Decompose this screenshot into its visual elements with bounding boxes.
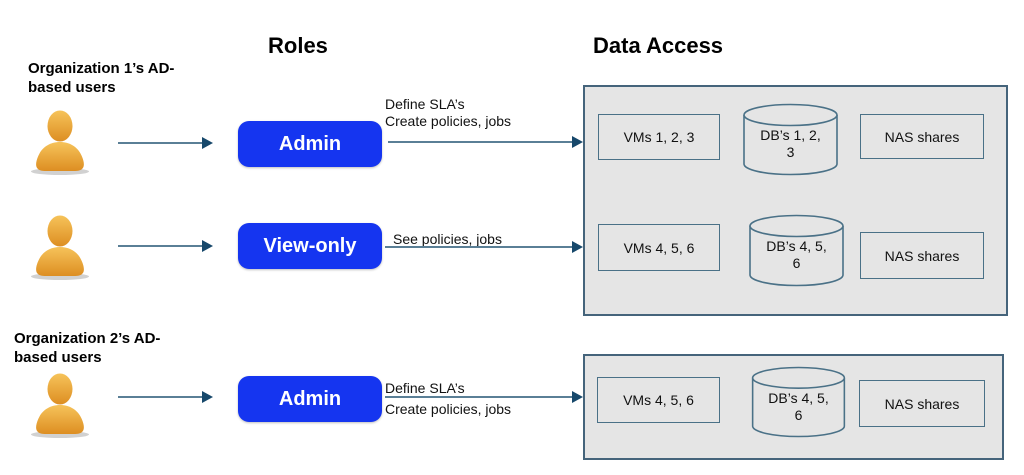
vms-box: VMs 4, 5, 6 (598, 224, 720, 271)
user-icon (31, 215, 89, 280)
nas-box: NAS shares (860, 114, 984, 159)
roles-heading: Roles (268, 33, 328, 58)
arrow-admin1-to-panel (388, 136, 583, 148)
arrow-user3-to-admin (118, 391, 213, 403)
dbs-label: DB’s 4, 5, 6 (768, 390, 829, 423)
database-icon: DB’s 4, 5, 6 (748, 214, 845, 287)
admin1-action-1: Define SLA’s (385, 96, 465, 112)
dbs-label: DB’s 1, 2, 3 (760, 127, 821, 160)
database-icon: DB’s 1, 2, 3 (742, 103, 839, 176)
nas-box: NAS shares (859, 380, 985, 427)
vms-box: VMs 1, 2, 3 (598, 114, 720, 160)
viewonly-action-1: See policies, jobs (393, 231, 502, 247)
org1-label-line2: based users (28, 79, 116, 96)
org2-label: Organization 2’s AD- based users (14, 329, 160, 367)
database-cylinder-shape (749, 214, 844, 287)
vms-box: VMs 4, 5, 6 (597, 377, 720, 423)
database-icon: DB’s 4, 5, 6 (750, 366, 847, 438)
arrow-admin2-to-panel (385, 391, 583, 403)
org1-label: Organization 1’s AD- based users (28, 59, 174, 97)
nas-box: NAS shares (860, 232, 984, 279)
org2-label-line2: based users (14, 349, 102, 366)
admin2-action-1-wrap: Define SLA’s (385, 380, 465, 397)
arrow-user1-to-admin (118, 137, 213, 149)
admin1-action-2: Create policies, jobs (385, 113, 512, 129)
admin2-action-1: Define SLA’s (385, 380, 465, 396)
dbs-label: DB’s 4, 5, 6 (766, 238, 827, 271)
role-admin-button: Admin (238, 121, 382, 167)
role-viewonly-button: View-only (238, 223, 382, 269)
viewonly-actions: See policies, jobs (393, 231, 502, 248)
database-cylinder-shape (743, 103, 838, 176)
admin1-actions: Define SLA’s Create policies, jobs (385, 96, 511, 130)
admin2-action-2: Create policies, jobs (385, 401, 512, 417)
arrow-user2-to-viewonly (118, 240, 213, 252)
database-cylinder-shape (751, 366, 846, 438)
org1-label-line1: Organization 1’s AD- (28, 60, 175, 77)
org2-label-line1: Organization 2’s AD- (14, 330, 161, 347)
admin2-action-2-wrap: Create policies, jobs (385, 401, 511, 418)
role-admin2-button: Admin (238, 376, 382, 422)
arrow-viewonly-to-panel (385, 241, 583, 253)
user-icon (31, 110, 89, 175)
data-access-heading: Data Access (593, 33, 724, 58)
user-icon (31, 373, 89, 438)
